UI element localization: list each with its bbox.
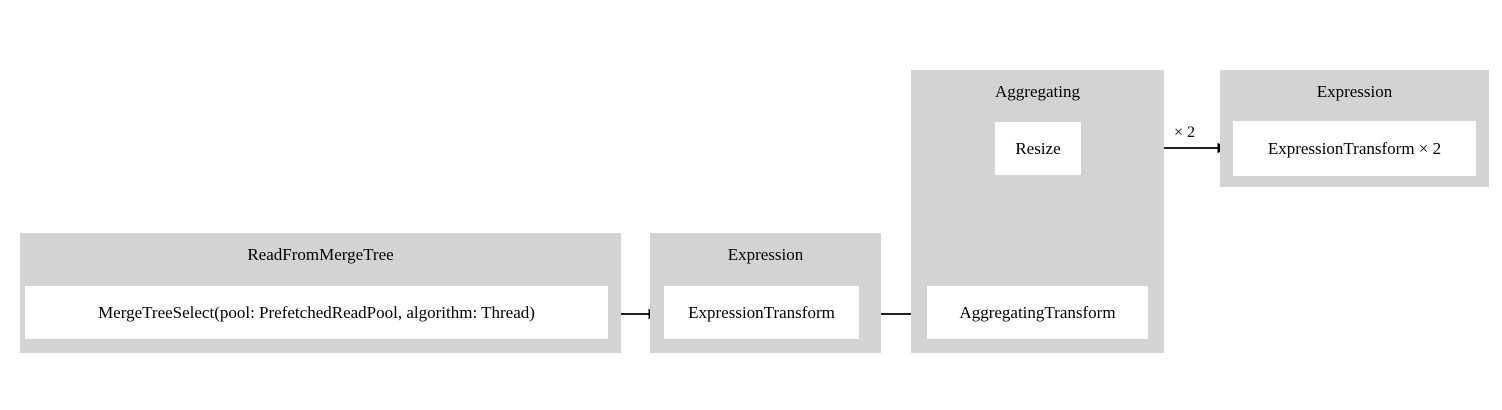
node-expression-transform-2[interactable]: ExpressionTransform × 2 [1233, 121, 1476, 176]
node-label-expression-transform-1: ExpressionTransform [688, 302, 835, 322]
cluster-title-expression-1: Expression [727, 245, 804, 264]
cluster-title-expression-2: Expression [1316, 82, 1393, 101]
cluster-title-read-from-merge-tree: ReadFromMergeTree [247, 245, 394, 264]
cluster-title-aggregating: Aggregating [995, 82, 1080, 101]
node-label-resize: Resize [1015, 138, 1061, 158]
node-resize[interactable]: Resize [995, 122, 1081, 175]
node-label-expression-transform-2: ExpressionTransform × 2 [1267, 138, 1442, 158]
node-expression-transform-1[interactable]: ExpressionTransform [664, 286, 859, 339]
node-label-aggregating-transform: AggregatingTransform [959, 302, 1116, 322]
node-label-merge-tree-select: MergeTreeSelect(pool: PrefetchedReadPool… [98, 302, 535, 322]
node-merge-tree-select[interactable]: MergeTreeSelect(pool: PrefetchedReadPool… [25, 286, 608, 339]
edge-label-resize-to-expression-transform-2: × 2 [1174, 124, 1196, 141]
node-aggregating-transform[interactable]: AggregatingTransform [927, 286, 1148, 339]
